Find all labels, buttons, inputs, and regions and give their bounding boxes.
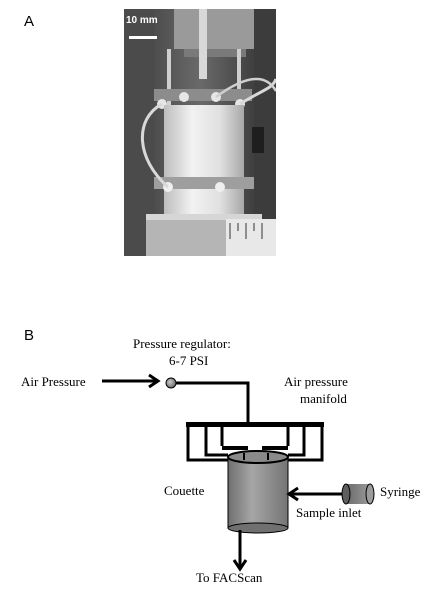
pressure-regulator	[165, 377, 177, 389]
apparatus-photo	[124, 9, 276, 256]
pressure-range-label: 6-7 PSI	[169, 353, 209, 368]
flow-diagram	[102, 373, 375, 572]
pressure-regulator-label: Pressure regulator:	[133, 336, 231, 351]
manifold-label-line2: manifold	[300, 391, 347, 406]
scale-bar-label: 10 mm	[126, 15, 158, 26]
facscan-arrowhead	[232, 559, 248, 572]
manifold-bar	[186, 422, 324, 427]
air-pressure-label: Air Pressure	[21, 374, 86, 389]
facscan-label: To FACScan	[196, 570, 263, 585]
sample-inlet-label: Sample inlet	[296, 505, 362, 520]
couette-label: Couette	[164, 483, 205, 498]
panel-b-label: B	[24, 327, 35, 344]
syringe	[341, 483, 375, 505]
sample-inlet-arrowhead	[286, 486, 299, 502]
regulator-to-manifold-line	[176, 381, 250, 422]
couette-cylinder	[227, 450, 289, 534]
syringe-label: Syringe	[380, 484, 421, 499]
manifold-hangers	[186, 427, 324, 462]
manifold-label-line1: Air pressure	[284, 374, 348, 389]
scale-bar	[129, 36, 157, 39]
air-input-arrowhead	[148, 373, 161, 389]
panel-a-label: A	[24, 13, 35, 30]
